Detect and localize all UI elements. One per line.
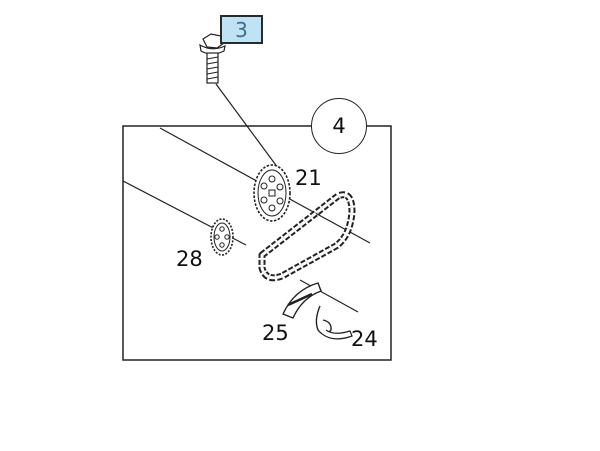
reference-badge[interactable]: 3 — [220, 15, 263, 44]
small-sprocket — [210, 218, 234, 256]
chain-guide-part — [282, 282, 322, 319]
group-number-circle: 4 — [311, 98, 367, 154]
drive-chain — [258, 191, 356, 282]
bolt-part — [199, 33, 226, 84]
bolt-leader-line — [215, 83, 279, 169]
large-sprocket — [253, 164, 291, 222]
callout-28: 28 — [176, 247, 203, 271]
spring-clip-part — [315, 305, 353, 340]
callout-25: 25 — [262, 321, 289, 345]
group-frame — [122, 125, 392, 361]
callout-24: 24 — [351, 327, 378, 351]
callout-21: 21 — [295, 166, 322, 190]
shaft-line-lower-right — [299, 279, 359, 313]
